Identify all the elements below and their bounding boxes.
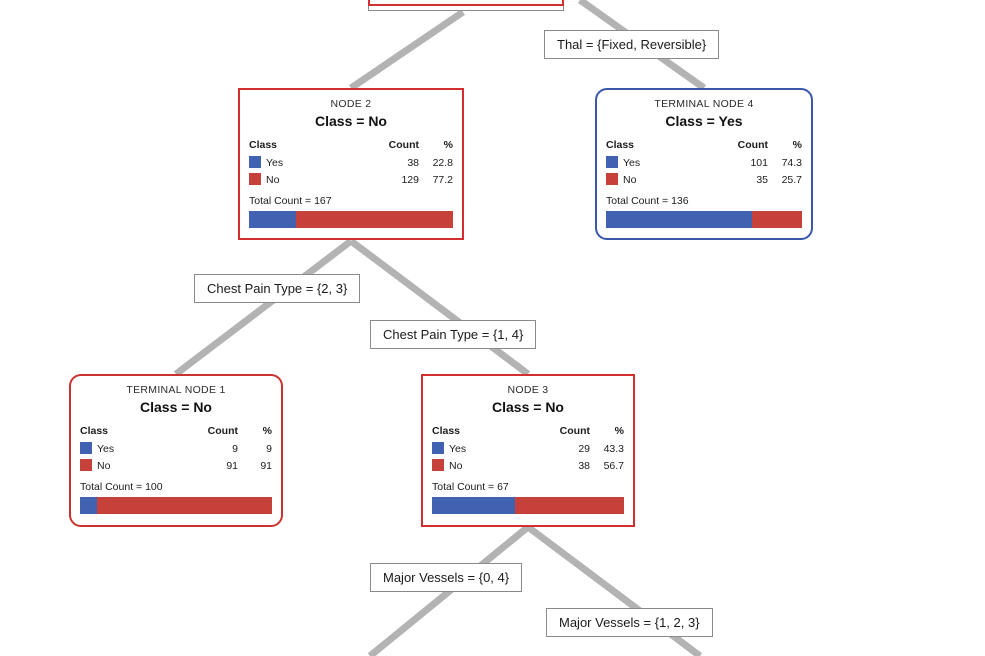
node-class-label: Class = No xyxy=(492,399,564,415)
class-distribution-table: Class Count % Yes 29 43.3 No 38 56.7 xyxy=(432,425,624,475)
bar-segment-no xyxy=(295,211,453,228)
node-id-label: NODE 3 xyxy=(507,384,549,396)
row-label: Yes xyxy=(449,443,467,455)
bar-segment-yes xyxy=(249,211,296,228)
row-percent: 9 xyxy=(266,443,272,455)
tree-node-root[interactable] xyxy=(368,0,564,6)
table-row: Yes 38 22.8 xyxy=(249,155,453,172)
table-row: No 35 25.7 xyxy=(606,172,802,189)
row-count: 91 xyxy=(226,460,238,472)
table-row: Yes 29 43.3 xyxy=(432,441,624,458)
node-class-label: Class = No xyxy=(315,113,387,129)
header-class: Class xyxy=(432,425,461,437)
row-count: 101 xyxy=(750,157,768,169)
bar-segment-yes xyxy=(606,211,752,228)
row-count: 29 xyxy=(578,443,590,455)
class-distribution-table: Class Count % Yes 9 9 No 91 91 xyxy=(80,425,272,475)
header-percent: % xyxy=(614,425,624,437)
tree-node-terminal4[interactable]: TERMINAL NODE 4 Class = Yes Class Count … xyxy=(595,88,813,240)
table-header-row: Class Count % xyxy=(432,425,624,441)
tree-node-node2[interactable]: NODE 2 Class = No Class Count % Yes 38 2… xyxy=(238,88,464,240)
class-distribution-table: Class Count % Yes 38 22.8 No 129 77.2 xyxy=(249,139,453,189)
legend-swatch-yes xyxy=(606,156,618,168)
node-id-label: NODE 2 xyxy=(330,98,372,110)
row-percent: 91 xyxy=(260,460,272,472)
bar-segment-no xyxy=(97,497,272,514)
edge-label-major-vessels-0-4: Major Vessels = {0, 4} xyxy=(370,563,523,592)
node-id-label: TERMINAL NODE 4 xyxy=(654,98,754,110)
edge-label-chest-pain-1-4: Chest Pain Type = {1, 4} xyxy=(370,320,537,349)
header-count: Count xyxy=(737,139,768,151)
table-row: No 38 56.7 xyxy=(432,458,624,475)
total-count-label: Total Count = 167 xyxy=(249,195,332,207)
header-class: Class xyxy=(249,139,278,151)
node-class-label: Class = No xyxy=(140,399,212,415)
total-count-label: Total Count = 136 xyxy=(606,195,689,207)
row-label: Yes xyxy=(266,157,284,169)
row-count: 9 xyxy=(232,443,238,455)
header-class: Class xyxy=(80,425,109,437)
bar-segment-no xyxy=(515,497,624,514)
bar-segment-no xyxy=(751,211,802,228)
row-label: Yes xyxy=(623,157,641,169)
row-label: No xyxy=(623,174,637,186)
edge-label-major-vessels-1-2-3: Major Vessels = {1, 2, 3} xyxy=(546,608,713,637)
class-distribution-table: Class Count % Yes 101 74.3 No 35 25.7 xyxy=(606,139,802,189)
row-percent: 74.3 xyxy=(781,157,802,169)
row-label: No xyxy=(97,460,111,472)
row-label: No xyxy=(266,174,280,186)
table-row: Yes 101 74.3 xyxy=(606,155,802,172)
table-row: Yes 9 9 xyxy=(80,441,272,458)
distribution-bar xyxy=(606,211,802,228)
legend-swatch-no xyxy=(249,173,261,185)
edge-label-thal-fixed-reversible: Thal = {Fixed, Reversible} xyxy=(544,30,720,59)
row-count: 35 xyxy=(756,174,768,186)
row-count: 129 xyxy=(401,174,419,186)
row-count: 38 xyxy=(578,460,590,472)
header-percent: % xyxy=(443,139,453,151)
legend-swatch-no xyxy=(606,173,618,185)
header-count: Count xyxy=(559,425,590,437)
node-id-label: TERMINAL NODE 1 xyxy=(126,384,226,396)
row-label: No xyxy=(449,460,463,472)
distribution-bar xyxy=(249,211,453,228)
total-count-label: Total Count = 100 xyxy=(80,481,163,493)
tree-node-node3[interactable]: NODE 3 Class = No Class Count % Yes 29 4… xyxy=(421,374,635,527)
edge-label-chest-pain-2-3: Chest Pain Type = {2, 3} xyxy=(194,274,361,303)
table-row: No 91 91 xyxy=(80,458,272,475)
row-percent: 22.8 xyxy=(432,157,453,169)
header-percent: % xyxy=(262,425,272,437)
edge-root-to-node2 xyxy=(349,9,465,91)
bar-segment-yes xyxy=(80,497,98,514)
row-percent: 25.7 xyxy=(781,174,802,186)
node-class-label: Class = Yes xyxy=(665,113,743,129)
edge-node2-to-node3 xyxy=(348,238,531,377)
header-percent: % xyxy=(792,139,802,151)
table-header-row: Class Count % xyxy=(249,139,453,155)
row-percent: 77.2 xyxy=(432,174,453,186)
legend-swatch-no xyxy=(432,459,444,471)
bar-segment-yes xyxy=(432,497,516,514)
header-count: Count xyxy=(388,139,419,151)
tree-node-terminal1[interactable]: TERMINAL NODE 1 Class = No Class Count %… xyxy=(69,374,283,527)
row-count: 38 xyxy=(407,157,419,169)
row-label: Yes xyxy=(97,443,115,455)
header-class: Class xyxy=(606,139,635,151)
distribution-bar xyxy=(80,497,272,514)
row-percent: 43.3 xyxy=(603,443,624,455)
legend-swatch-yes xyxy=(249,156,261,168)
legend-swatch-yes xyxy=(432,442,444,454)
table-header-row: Class Count % xyxy=(606,139,802,155)
legend-swatch-yes xyxy=(80,442,92,454)
edge-node2-to-terminal1 xyxy=(173,238,354,377)
table-row: No 129 77.2 xyxy=(249,172,453,189)
table-header-row: Class Count % xyxy=(80,425,272,441)
distribution-bar xyxy=(432,497,624,514)
row-percent: 56.7 xyxy=(603,460,624,472)
header-count: Count xyxy=(207,425,238,437)
total-count-label: Total Count = 67 xyxy=(432,481,509,493)
legend-swatch-no xyxy=(80,459,92,471)
